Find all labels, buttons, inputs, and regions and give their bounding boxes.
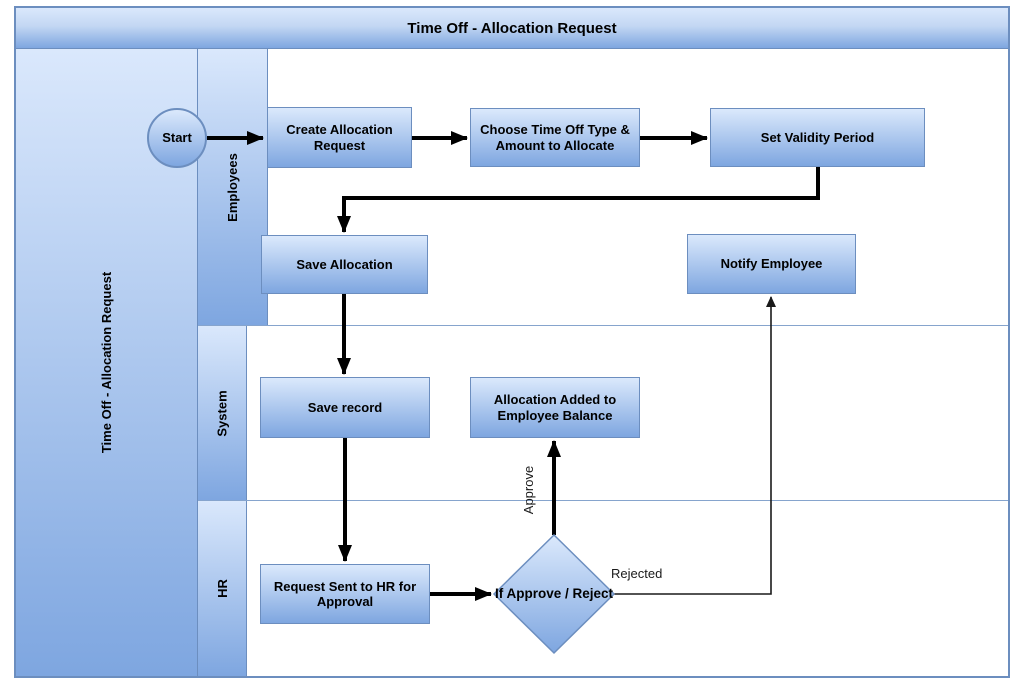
node-request-sent-hr-label: Request Sent to HR for Approval xyxy=(273,578,417,609)
node-choose-time-off-label: Choose Time Off Type & Amount to Allocat… xyxy=(480,122,630,153)
node-save-record-label: Save record xyxy=(307,399,383,415)
node-create-allocation-request: Create Allocation Request xyxy=(267,107,412,168)
edge-label-approve: Approve xyxy=(521,465,536,515)
lane-employees-label: Employees xyxy=(225,152,241,222)
node-allocation-added-label: Allocation Added to Employee Balance xyxy=(493,392,617,423)
node-save-allocation-label: Save Allocation xyxy=(296,256,393,272)
node-save-allocation: Save Allocation xyxy=(261,235,428,294)
node-notify-employee: Notify Employee xyxy=(687,234,856,294)
node-start-event: Start xyxy=(147,108,207,168)
node-allocation-added: Allocation Added to Employee Balance xyxy=(470,377,640,438)
lane-employees: Employees xyxy=(198,49,1008,325)
node-create-allocation-request-label: Create Allocation Request xyxy=(286,122,393,153)
node-choose-time-off: Choose Time Off Type & Amount to Allocat… xyxy=(470,108,640,167)
edge-label-rejected: Rejected xyxy=(611,566,663,581)
lane-hr-label: HR xyxy=(214,579,230,598)
pool-label: Time Off - Allocation Request xyxy=(99,271,115,454)
node-set-validity-period-label: Set Validity Period xyxy=(760,129,875,145)
lane-system-label-band: System xyxy=(198,326,248,500)
lane-employees-label-band: Employees xyxy=(198,49,268,325)
lane-system-label: System xyxy=(214,389,230,437)
pool-time-off-allocation: Time Off - Allocation Request Time Off -… xyxy=(14,6,1010,678)
node-set-validity-period: Set Validity Period xyxy=(710,108,925,167)
node-request-sent-hr: Request Sent to HR for Approval xyxy=(260,564,430,624)
node-notify-employee-label: Notify Employee xyxy=(720,256,823,272)
pool-title: Time Off - Allocation Request xyxy=(16,8,1008,49)
node-start-label: Start xyxy=(162,130,192,146)
node-save-record: Save record xyxy=(260,377,430,438)
lane-hr-label-band: HR xyxy=(198,501,248,676)
